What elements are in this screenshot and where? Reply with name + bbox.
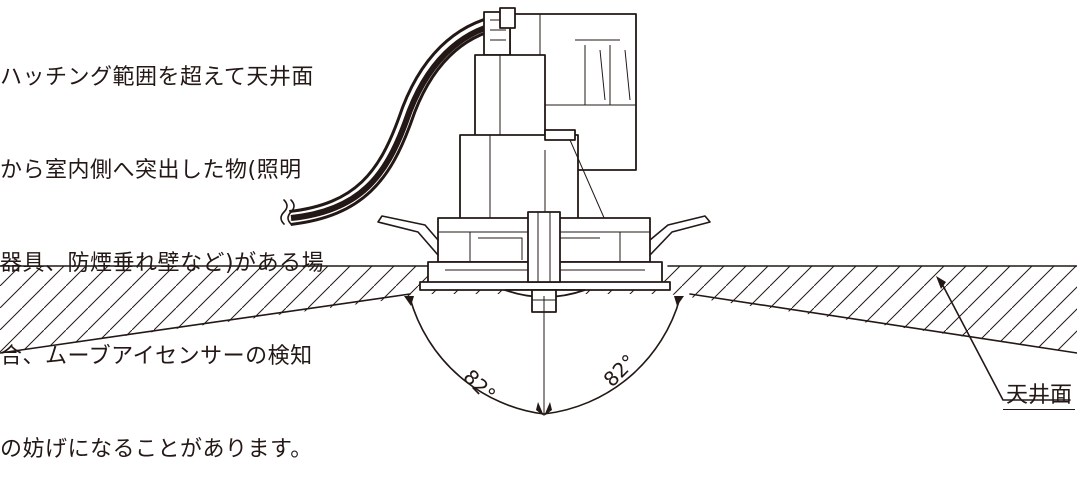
hatched-zone — [0, 265, 1077, 354]
note-line-1: ハッチング範囲を超えて天井面 — [0, 65, 314, 90]
angle-label-left: 82° — [458, 365, 500, 407]
detection-angle: 82° 82° — [404, 296, 684, 416]
note-line-5: の妨げになることがあります。 — [0, 437, 313, 462]
sensor-diagram: 82° 82° — [0, 7, 1077, 416]
sensor-unit — [377, 7, 711, 313]
ceiling-surface-label: 天井面 — [1003, 383, 1076, 410]
note-line-4: 合、ムーブアイセンサーの検知 — [0, 344, 313, 369]
ceiling-leader-line — [939, 279, 1071, 401]
power-cable — [280, 14, 502, 226]
angle-label-right: 82° — [599, 349, 641, 391]
note-line-2: から室内側へ突出した物(照明 — [0, 158, 302, 183]
